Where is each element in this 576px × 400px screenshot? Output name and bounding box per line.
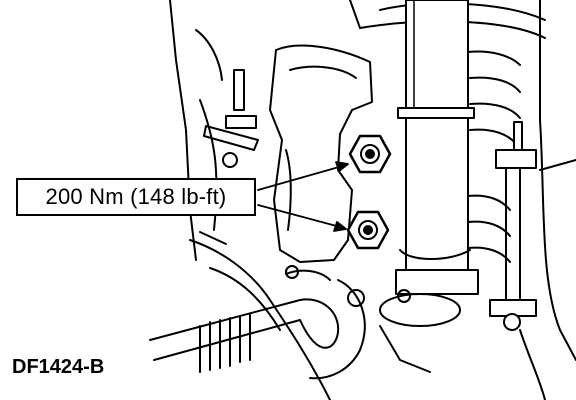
upper-bolt-icon [348, 134, 392, 174]
lower-mount [347, 289, 461, 373]
torque-label: 200 Nm (148 lb-ft) [45, 184, 227, 209]
figure-id: DF1424-B [12, 356, 105, 378]
arrow-icon [257, 161, 349, 232]
sway-bar-link [489, 121, 537, 331]
shock-absorber [395, 0, 479, 295]
brake-hardware [199, 69, 259, 245]
frame-outline [169, 0, 576, 400]
torque-callout: 200 Nm (148 lb-ft) [16, 178, 256, 216]
lower-bolt-icon [346, 210, 390, 250]
tie-rod [149, 298, 340, 373]
steering-knuckle [269, 44, 373, 380]
